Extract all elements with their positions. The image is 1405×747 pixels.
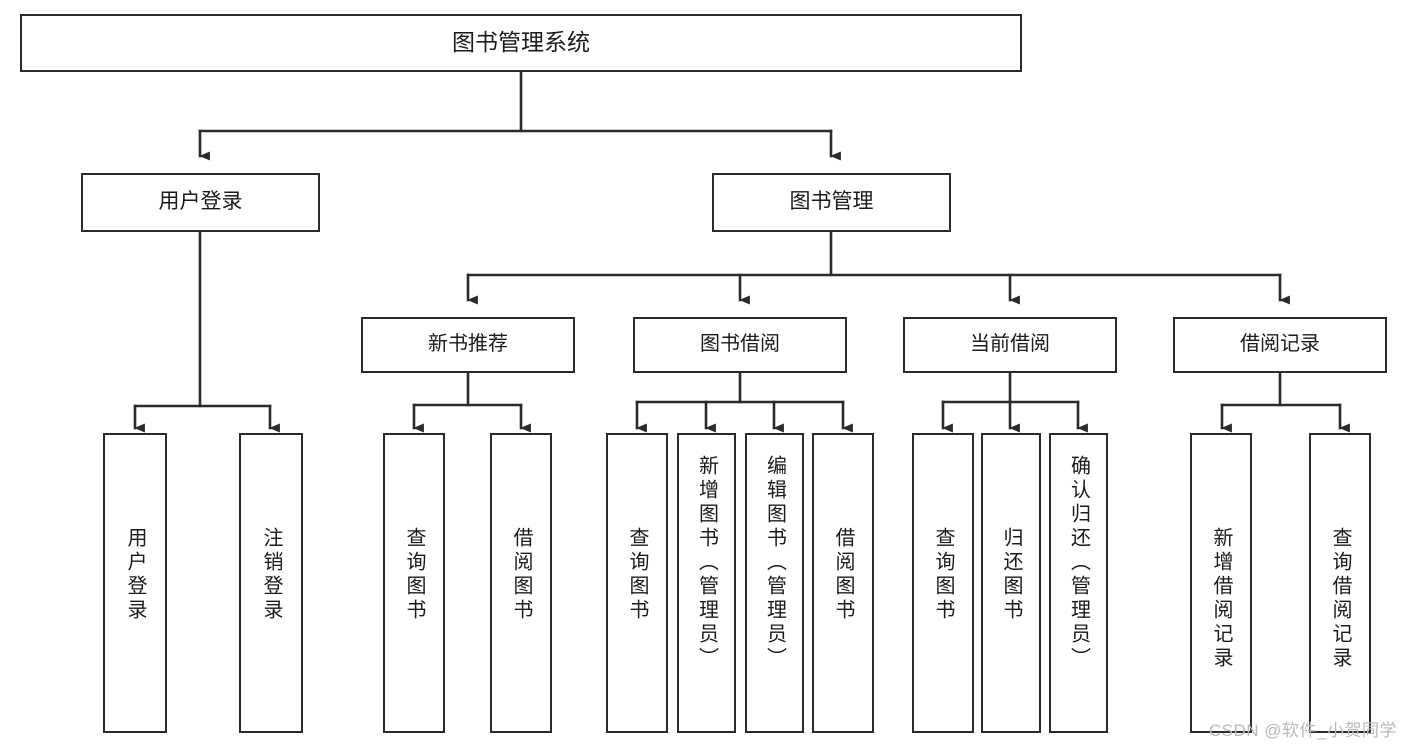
node-label: 归还图书 xyxy=(1000,527,1022,623)
node-leaf-user-logout[interactable]: 注销登录 xyxy=(239,433,303,733)
node-label: 注销登录 xyxy=(260,527,282,623)
node-leaf-confirm-return-admin[interactable]: 确认归还（管理员） xyxy=(1049,433,1108,733)
node-label: 确认归还（管理员） xyxy=(1067,455,1090,671)
node-leaf-query-book-borrow[interactable]: 查询图书 xyxy=(606,433,668,733)
node-label: 借阅图书 xyxy=(832,527,854,623)
node-label: 查询图书 xyxy=(403,527,425,623)
csdn-watermark: CSDN @软件_小贺同学 xyxy=(1208,721,1397,740)
node-user-login[interactable]: 用户登录 xyxy=(81,173,320,232)
node-label: 查询借阅记录 xyxy=(1329,527,1351,671)
node-new-book-recommendation[interactable]: 新书推荐 xyxy=(361,317,575,373)
node-label: 查询图书 xyxy=(932,527,954,623)
node-label: 编辑图书（管理员） xyxy=(763,455,786,671)
node-label: 新增借阅记录 xyxy=(1210,527,1232,671)
node-leaf-query-book-recommendation[interactable]: 查询图书 xyxy=(383,433,445,733)
node-label: 图书借阅 xyxy=(700,333,780,356)
node-book-management[interactable]: 图书管理 xyxy=(712,173,951,232)
node-book-borrow[interactable]: 图书借阅 xyxy=(633,317,847,373)
node-leaf-return-book[interactable]: 归还图书 xyxy=(981,433,1041,733)
node-label: 图书管理 xyxy=(789,190,874,214)
node-label: 借阅记录 xyxy=(1240,333,1320,356)
node-borrow-record[interactable]: 借阅记录 xyxy=(1173,317,1387,373)
node-leaf-query-book-current[interactable]: 查询图书 xyxy=(912,433,974,733)
node-current-borrow[interactable]: 当前借阅 xyxy=(903,317,1117,373)
node-label: 用户登录 xyxy=(158,190,243,214)
node-leaf-borrow-book-recommendation[interactable]: 借阅图书 xyxy=(490,433,552,733)
node-label: 用户登录 xyxy=(124,527,146,623)
node-label: 当前借阅 xyxy=(970,333,1050,356)
node-label: 新增图书（管理员） xyxy=(695,455,718,671)
node-root-book-management-system[interactable]: 图书管理系统 xyxy=(20,14,1022,72)
node-leaf-edit-book-admin[interactable]: 编辑图书（管理员） xyxy=(745,433,804,733)
node-label: 新书推荐 xyxy=(428,333,508,356)
node-label: 图书管理系统 xyxy=(452,29,590,56)
node-label: 查询图书 xyxy=(626,527,648,623)
node-leaf-add-book-admin[interactable]: 新增图书（管理员） xyxy=(677,433,736,733)
node-leaf-query-borrow-record[interactable]: 查询借阅记录 xyxy=(1309,433,1371,733)
node-leaf-user-login[interactable]: 用户登录 xyxy=(103,433,167,733)
node-label: 借阅图书 xyxy=(510,527,532,623)
node-leaf-borrow-book[interactable]: 借阅图书 xyxy=(812,433,874,733)
node-leaf-add-borrow-record[interactable]: 新增借阅记录 xyxy=(1190,433,1252,733)
